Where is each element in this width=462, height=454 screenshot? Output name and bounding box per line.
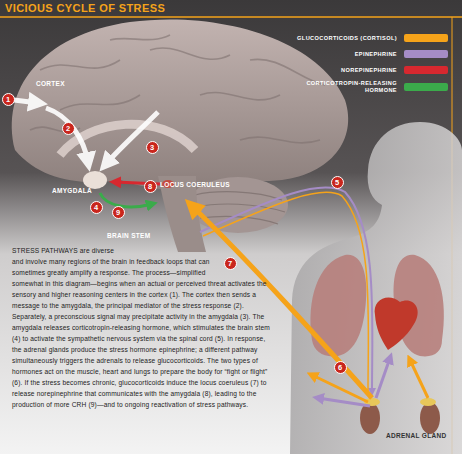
legend-swatch	[404, 83, 448, 91]
adrenal-gland	[420, 398, 436, 406]
body-text-box: STRESS PATHWAYS are diverse and involve …	[12, 245, 270, 410]
callout-number: 4	[90, 201, 103, 214]
callout-number: 6	[334, 361, 347, 374]
sensory-arrow	[14, 100, 38, 103]
kidney	[360, 402, 380, 434]
part-label: AMYGDALA	[52, 187, 92, 194]
legend-text: EPINEPHRINE	[355, 51, 397, 58]
legend-row: CORTICOTROPIN-RELEASING HORMONE	[270, 80, 448, 94]
legend-text: NOREPINEPHRINE	[341, 67, 397, 74]
callout-number: 1	[2, 93, 15, 106]
crh-arrow	[100, 193, 152, 207]
callout-number: 9	[112, 206, 125, 219]
part-label: ADRENAL GLAND	[386, 432, 446, 439]
callout-number: 5	[331, 176, 344, 189]
amygdala	[83, 171, 107, 189]
hormone-arrow	[318, 398, 370, 406]
legend-swatch	[404, 66, 448, 74]
legend-text: GLUCOCORTICOIDS (CORTISOL)	[297, 35, 397, 42]
legend-swatch	[404, 34, 448, 42]
part-label: BRAIN STEM	[107, 232, 150, 239]
callout-number: 2	[62, 122, 75, 135]
kidney	[420, 402, 440, 434]
hormone-arrow	[376, 358, 390, 398]
preconscious-arrow	[106, 112, 158, 164]
legend-row: GLUCOCORTICOIDS (CORTISOL)	[270, 32, 448, 44]
gyri	[30, 35, 325, 143]
title-rule	[0, 16, 462, 18]
legend-swatch	[404, 50, 448, 58]
legend-row: NOREPINEPHRINE	[270, 64, 448, 76]
hormone-arrow	[410, 360, 428, 398]
part-label: LOCUS COERULEUS	[160, 181, 230, 188]
title: VICIOUS CYCLE OF STRESS	[5, 2, 165, 14]
callout-number: 3	[146, 141, 159, 154]
body-text: STRESS PATHWAYS are diverse and involve …	[12, 245, 270, 410]
callout-number: 7	[224, 257, 237, 270]
cortex-arrow	[46, 108, 88, 162]
body-silhouette	[290, 122, 462, 454]
heart	[375, 298, 418, 350]
cerebrum	[12, 19, 348, 190]
legend-text: CORTICOTROPIN-RELEASING HORMONE	[293, 80, 397, 94]
callout-number: 8	[144, 180, 157, 193]
legend: GLUCOCORTICOIDS (CORTISOL) EPINEPHRINE NOR…	[270, 32, 448, 98]
part-label: CORTEX	[36, 80, 65, 87]
legend-row: EPINEPHRINE	[270, 48, 448, 60]
